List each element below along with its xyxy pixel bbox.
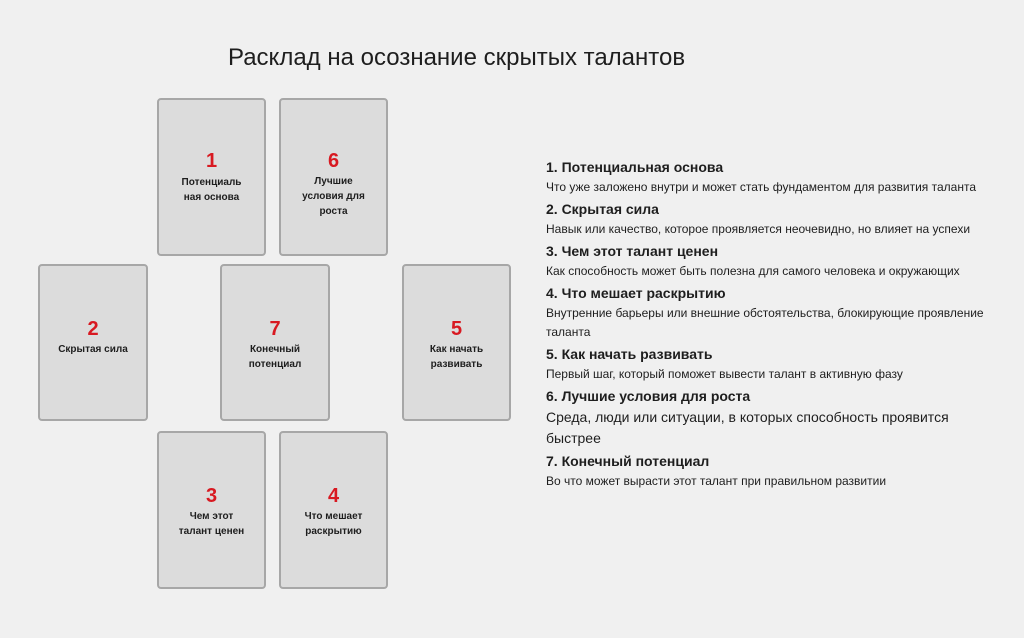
card-number: 3 [205, 485, 218, 507]
legend-item-title: 3. Чем этот талант ценен [546, 243, 719, 259]
card-number: 4 [327, 485, 340, 507]
legend-item-desc: Как способность может быть полезна для с… [546, 264, 960, 278]
page-title: Расклад на осознание скрытых талантов [228, 44, 686, 71]
card-number: 5 [450, 318, 463, 340]
legend-item-desc: Навык или качество, которое проявляется … [546, 222, 971, 236]
legend-item: 2. Скрытая сила Навык или качество, кото… [546, 200, 996, 239]
legend-item: 4. Что мешает раскрытию Внутренние барье… [546, 284, 996, 342]
legend-item-title: 5. Как начать развивать [546, 346, 713, 362]
legend-item-desc: Внутренние барьеры или внешние обстоятел… [546, 306, 984, 339]
legend-item-title: 7. Конечный потенциал [546, 453, 710, 469]
legend-item-desc: Среда, люди или ситуации, в которых спос… [546, 409, 949, 446]
card-number: 1 [205, 150, 218, 172]
legend-item-title: 2. Скрытая сила [546, 201, 659, 217]
legend: 1. Потенциальная основа Что уже заложено… [546, 158, 996, 494]
legend-item-title: 1. Потенциальная основа [546, 159, 724, 175]
legend-item-desc: Первый шаг, который поможет вывести тала… [546, 367, 903, 381]
legend-item: 5. Как начать развивать Первый шаг, кото… [546, 345, 996, 384]
card-number: 2 [87, 318, 99, 340]
legend-item: 7. Конечный потенциал Во что может вырас… [546, 452, 996, 491]
card-label: Скрытая сила [58, 344, 128, 355]
legend-item: 1. Потенциальная основа Что уже заложено… [546, 158, 996, 197]
card-number: 6 [327, 150, 340, 172]
card-2: 2 Скрытая сила [38, 264, 148, 421]
legend-item: 3. Чем этот талант ценен Как способность… [546, 242, 996, 281]
legend-item-title: 4. Что мешает раскрытию [546, 285, 726, 301]
card-number: 7 [269, 318, 281, 340]
legend-item-title: 6. Лучшие условия для роста [546, 388, 751, 404]
legend-item: 6. Лучшие условия для роста Среда, люди … [546, 387, 996, 449]
legend-item-desc: Что уже заложено внутри и может стать фу… [546, 180, 976, 194]
legend-item-desc: Во что может вырасти этот талант при пра… [546, 474, 887, 488]
